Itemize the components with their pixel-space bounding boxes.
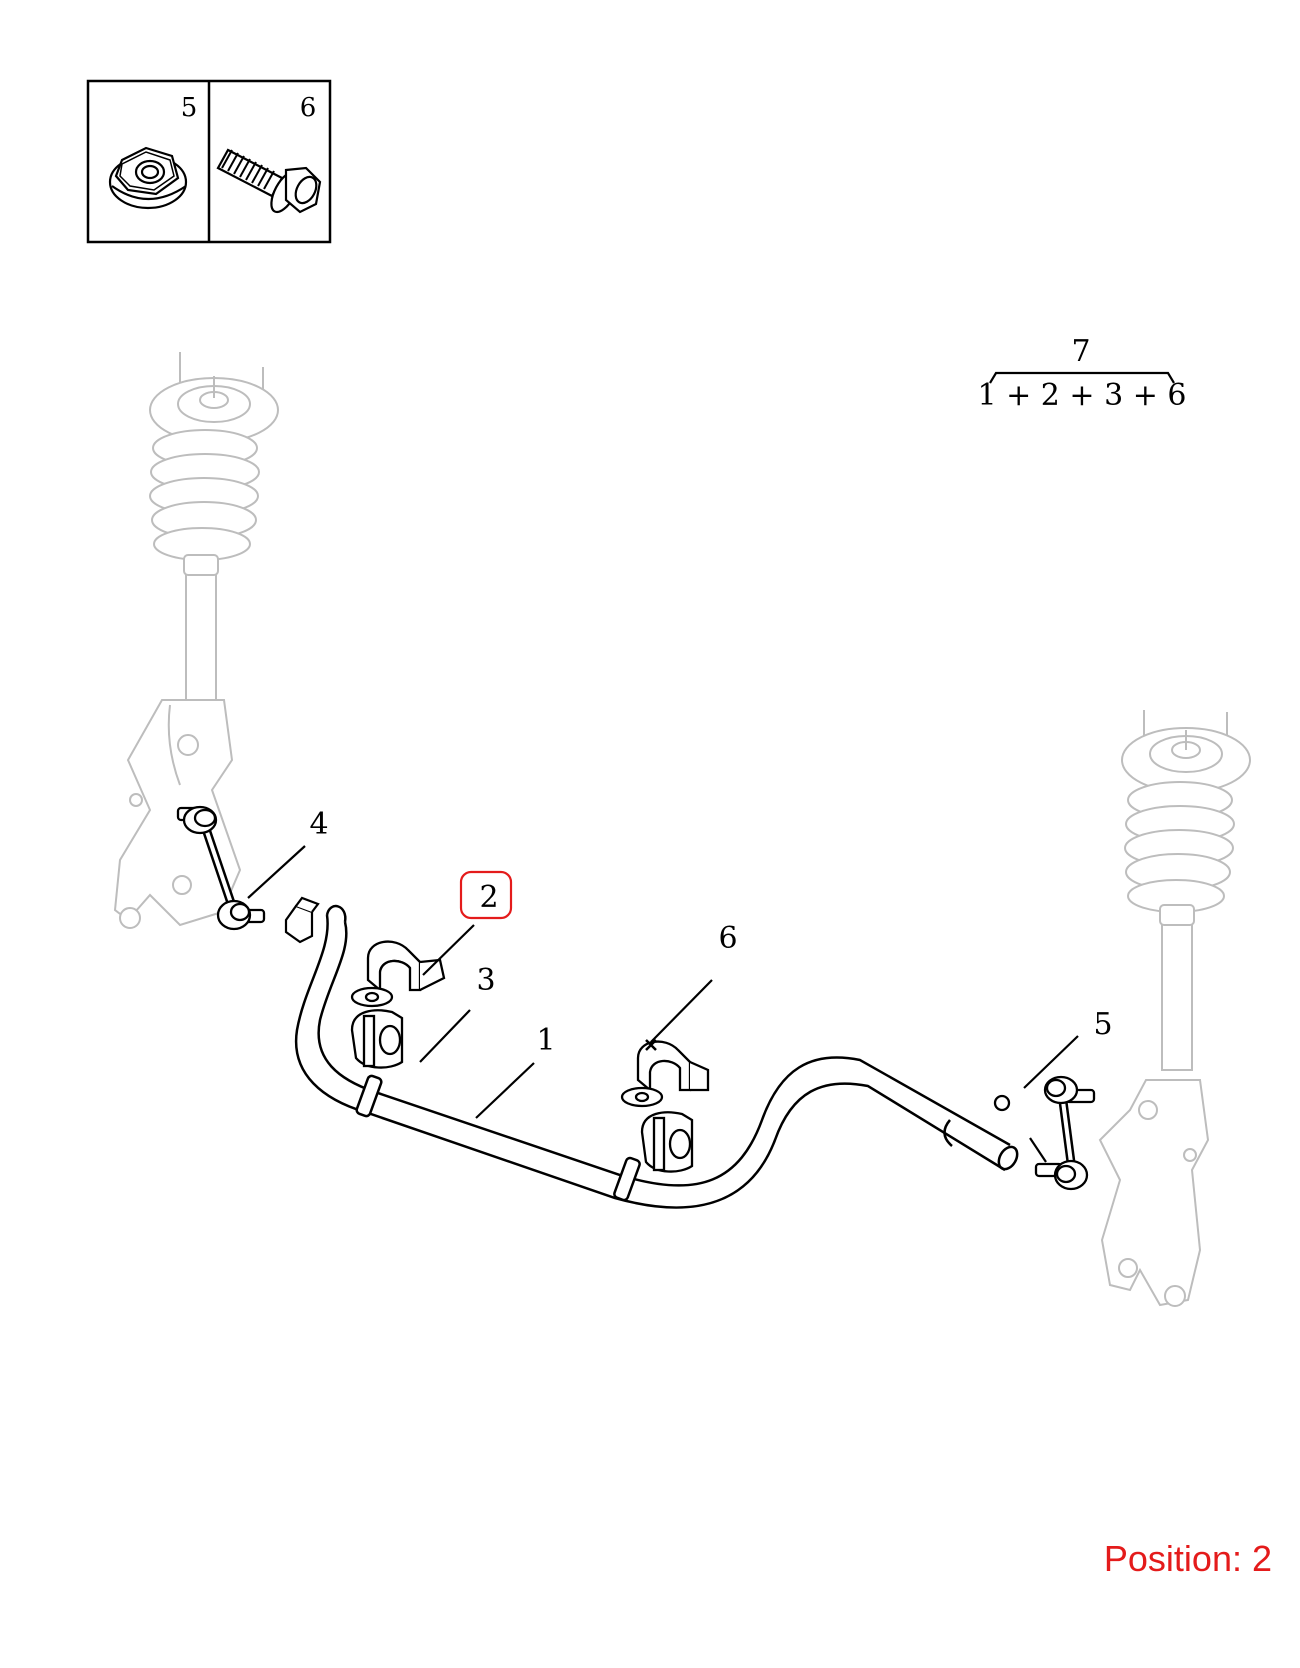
callout-3[interactable]: 3 <box>476 963 495 998</box>
callout-labels: 4 2 3 1 6 5 <box>309 807 1112 1058</box>
flange-nut-icon <box>108 146 188 210</box>
left-bracket-assembly <box>350 940 446 1069</box>
bar-end-stopper <box>284 896 320 944</box>
legend-label-5: 5 <box>181 93 198 123</box>
callout-1[interactable]: 1 <box>536 1023 555 1058</box>
stabilizer-bar <box>294 904 1019 1209</box>
left-stabilizer-link <box>176 805 266 931</box>
left-strut-assembly <box>113 352 279 929</box>
kit-number: 7 <box>1071 334 1090 369</box>
legend-box: 5 6 <box>86 79 332 244</box>
right-strut-assembly <box>1098 710 1251 1307</box>
middle-bracket-assembly <box>620 1039 710 1173</box>
callout-4[interactable]: 4 <box>309 807 328 842</box>
kit-formula: 7 1 + 2 + 3 + 6 <box>978 334 1187 413</box>
link-nut-symbol <box>993 1094 1011 1112</box>
callout-2-highlight-ring <box>459 870 513 920</box>
right-stabilizer-link <box>993 1075 1096 1191</box>
callout-5[interactable]: 5 <box>1093 1007 1112 1042</box>
legend-label-6: 6 <box>300 93 317 123</box>
kit-components: 1 + 2 + 3 + 6 <box>978 378 1187 413</box>
callout-6[interactable]: 6 <box>718 921 737 956</box>
position-label: Position: 2 <box>1103 1538 1272 1579</box>
callout-2[interactable]: 2 <box>479 880 498 915</box>
flange-bolt-icon <box>216 148 322 214</box>
kit-brace <box>989 371 1175 384</box>
leader-lines <box>247 845 1079 1163</box>
bolt-symbol-cross <box>645 1039 657 1051</box>
